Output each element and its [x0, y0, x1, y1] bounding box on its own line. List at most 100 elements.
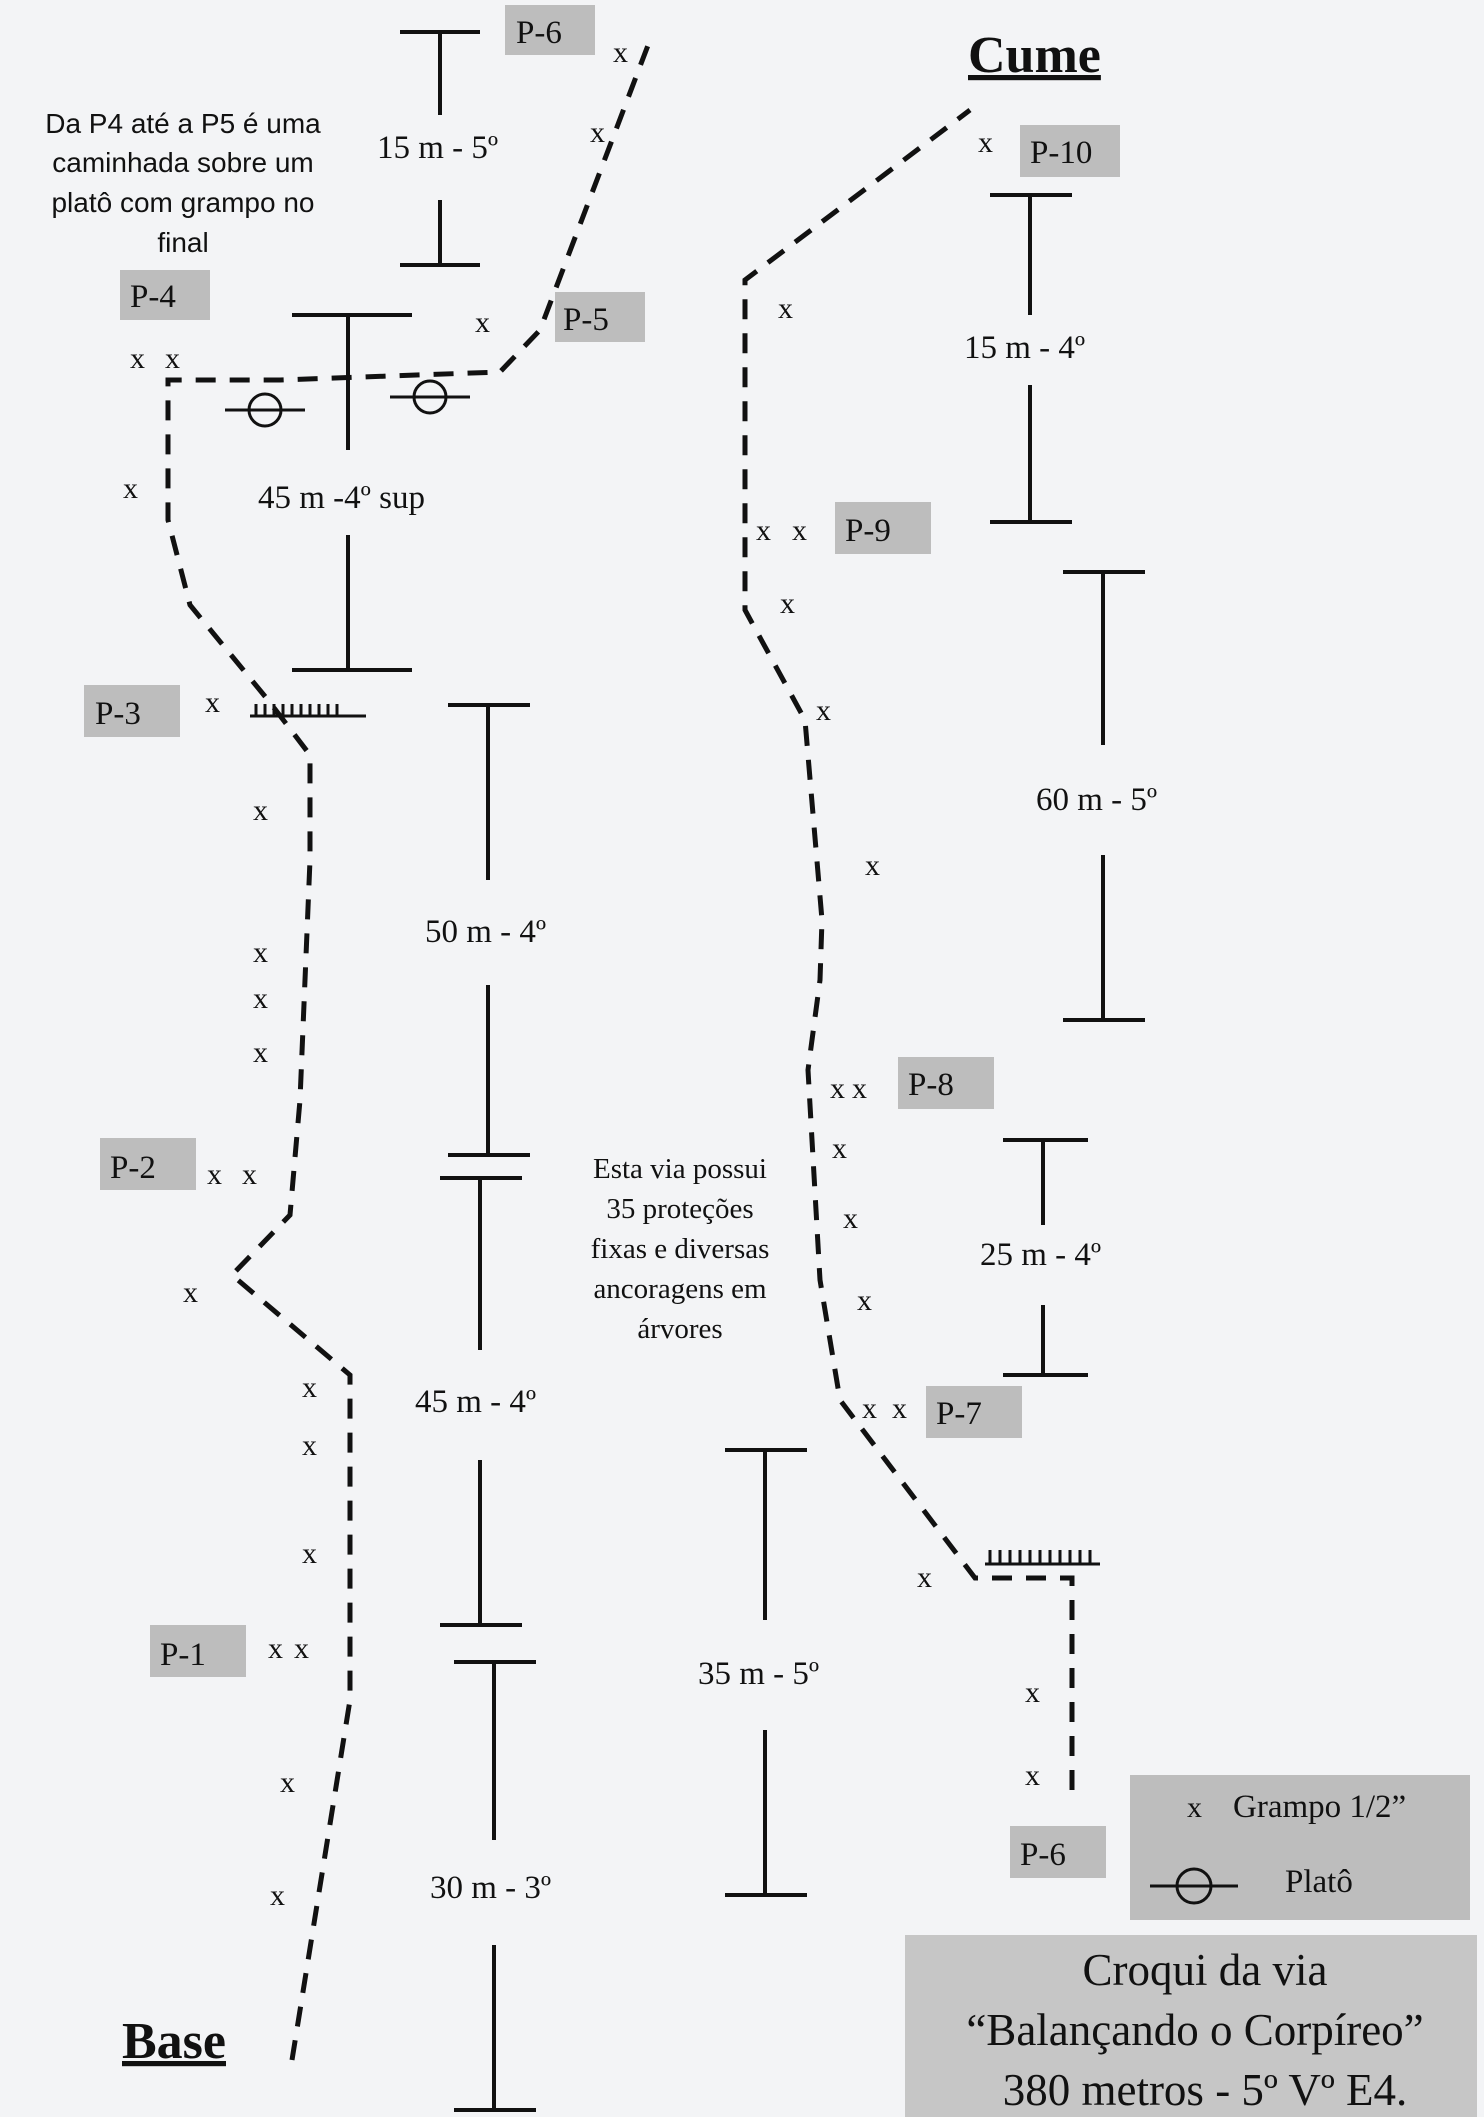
- bolt-mark: x: [253, 1036, 268, 1069]
- pitch-bar-50m-4: 50 m - 4º: [425, 703, 546, 1157]
- svg-text:Da P4 até a P5 é uma: Da P4 até a P5 é uma: [45, 108, 321, 139]
- svg-text:fixas e diversas: fixas e diversas: [591, 1233, 770, 1265]
- pitch-label-p6: 35 m - 5º: [698, 1656, 819, 1692]
- bolt-mark: x: [865, 849, 880, 882]
- svg-text:35 proteções: 35 proteções: [606, 1193, 753, 1225]
- anchor-p6-top: P-6: [505, 5, 595, 55]
- bolt-mark: x: [253, 794, 268, 827]
- bolt-mark: x: [123, 472, 138, 505]
- bolt-mark: x: [917, 1561, 932, 1594]
- pitch-label-p2: 45 m - 4º: [415, 1384, 536, 1420]
- note-plateau-walk: Da P4 até a P5 é uma caminhada sobre um …: [45, 108, 321, 258]
- bolt-mark: x: [816, 694, 831, 727]
- bolt-mark: x: [832, 1132, 847, 1165]
- svg-text:P-6: P-6: [516, 15, 562, 51]
- bolt-mark: x: [1025, 1676, 1040, 1709]
- svg-text:P-7: P-7: [936, 1396, 982, 1432]
- legend-bolt-label: Grampo 1/2”: [1233, 1789, 1406, 1825]
- bolt-mark: x: [302, 1371, 317, 1404]
- legend-plateau-icon: [1150, 1867, 1238, 1905]
- pitch-label-p5: 15 m - 5º: [377, 130, 498, 166]
- bolt-mark: x: [165, 342, 180, 375]
- route-line-left: [165, 39, 653, 2061]
- svg-text:ancoragens em: ancoragens em: [593, 1273, 767, 1305]
- anchor-p10: P-10: [1020, 125, 1120, 177]
- bolt-mark: x: [268, 1632, 283, 1665]
- anchor-p2: P-2: [100, 1138, 196, 1190]
- pitch-label-p8: 60 m - 5º: [1036, 782, 1157, 818]
- plateau-symbol: [390, 379, 470, 415]
- bolt-mark: x: [270, 1879, 285, 1912]
- bolt-mark: x: [1025, 1759, 1040, 1792]
- svg-text:“Balançando o Corpíreo”: “Balançando o Corpíreo”: [966, 2005, 1423, 2055]
- svg-text:P-8: P-8: [908, 1067, 954, 1103]
- svg-text:Croqui da via: Croqui da via: [1083, 1945, 1328, 1995]
- topo-caption: Croqui da via “Balançando o Corpíreo” 38…: [905, 1935, 1477, 2117]
- anchor-p6-bottom: P-6: [1010, 1826, 1106, 1878]
- svg-text:P-4: P-4: [130, 279, 176, 315]
- bolt-mark: x: [862, 1392, 877, 1425]
- bolt-mark: x: [242, 1158, 257, 1191]
- bolt-mark: x: [613, 36, 628, 69]
- pitch-label-p7: 25 m - 4º: [980, 1237, 1101, 1273]
- bolt-mark: x: [852, 1072, 867, 1105]
- pitch-bar-45m-4: 45 m - 4º: [415, 1176, 536, 1627]
- note-protection: Esta via possui 35 proteções fixas e div…: [591, 1153, 770, 1345]
- pitch-bar-15m-5: 15 m - 5º: [377, 30, 498, 267]
- bolt-mark: x: [978, 126, 993, 159]
- anchor-p8: P-8: [898, 1057, 994, 1109]
- pitch-bar-25m-4: 25 m - 4º: [980, 1138, 1101, 1377]
- svg-text:P-10: P-10: [1030, 135, 1092, 171]
- route-line-right: [742, 108, 1075, 1790]
- pitch-bar-45m-4sup: 45 m -4º sup: [258, 313, 425, 672]
- pitch-label-p1: 30 m - 3º: [430, 1870, 551, 1906]
- pitch-bar-60m-5: 60 m - 5º: [1036, 570, 1157, 1022]
- svg-text:caminhada sobre um: caminhada sobre um: [52, 147, 313, 178]
- pitch-label-p4: 45 m -4º sup: [258, 480, 425, 516]
- svg-text:P-2: P-2: [110, 1150, 156, 1186]
- pitch-bar-35m-5: 35 m - 5º: [698, 1448, 819, 1897]
- pitch-label-p3: 50 m - 4º: [425, 914, 546, 950]
- svg-text:P-1: P-1: [160, 1637, 206, 1673]
- bolt-mark: x: [780, 587, 795, 620]
- pitch-label-p9: 15 m - 4º: [964, 330, 1085, 366]
- bolt-mark: x: [475, 306, 490, 339]
- bolt-mark: x: [892, 1392, 907, 1425]
- bolt-mark: x: [756, 514, 771, 547]
- bolt-mark: x: [130, 342, 145, 375]
- bolt-mark: x: [843, 1202, 858, 1235]
- plateau-symbol: [225, 392, 305, 428]
- pitch-bar-30m-3: 30 m - 3º: [430, 1660, 551, 2112]
- svg-text:platô com grampo no: platô com grampo no: [51, 187, 314, 218]
- bolt-mark: x: [207, 1158, 222, 1191]
- svg-text:P-6: P-6: [1020, 1837, 1066, 1873]
- bolt-mark: x: [253, 982, 268, 1015]
- bolt-mark: x: [778, 292, 793, 325]
- ledge-hatch-p6: [985, 1550, 1100, 1566]
- bolt-marks: x x x x x x x x x x x x x x x x x x x x …: [123, 36, 1040, 1912]
- bolt-mark: x: [253, 936, 268, 969]
- anchor-p1: P-1: [150, 1625, 246, 1677]
- anchor-p4: P-4: [120, 270, 210, 320]
- svg-text:P-5: P-5: [563, 302, 609, 338]
- anchor-p5: P-5: [555, 292, 645, 342]
- bolt-mark: x: [302, 1537, 317, 1570]
- svg-text:Esta via possui: Esta via possui: [593, 1153, 767, 1185]
- svg-text:P-3: P-3: [95, 696, 141, 732]
- bolt-mark: x: [280, 1766, 295, 1799]
- legend: x Grampo 1/2” Platô: [1130, 1775, 1470, 1920]
- base-title: Base: [122, 2013, 226, 2070]
- bolt-mark: x: [302, 1429, 317, 1462]
- bolt-mark: x: [205, 686, 220, 719]
- bolt-mark: x: [857, 1284, 872, 1317]
- anchor-p3: P-3: [84, 685, 180, 737]
- svg-text:380 metros - 5º Vº E4.: 380 metros - 5º Vº E4.: [1003, 2065, 1408, 2115]
- bolt-mark: x: [294, 1632, 309, 1665]
- anchor-p7: P-7: [926, 1386, 1022, 1438]
- anchor-p9: P-9: [835, 502, 931, 554]
- pitch-bar-15m-4: 15 m - 4º: [964, 193, 1085, 524]
- svg-text:árvores: árvores: [637, 1313, 722, 1345]
- bolt-mark: x: [183, 1276, 198, 1309]
- svg-text:final: final: [157, 227, 208, 258]
